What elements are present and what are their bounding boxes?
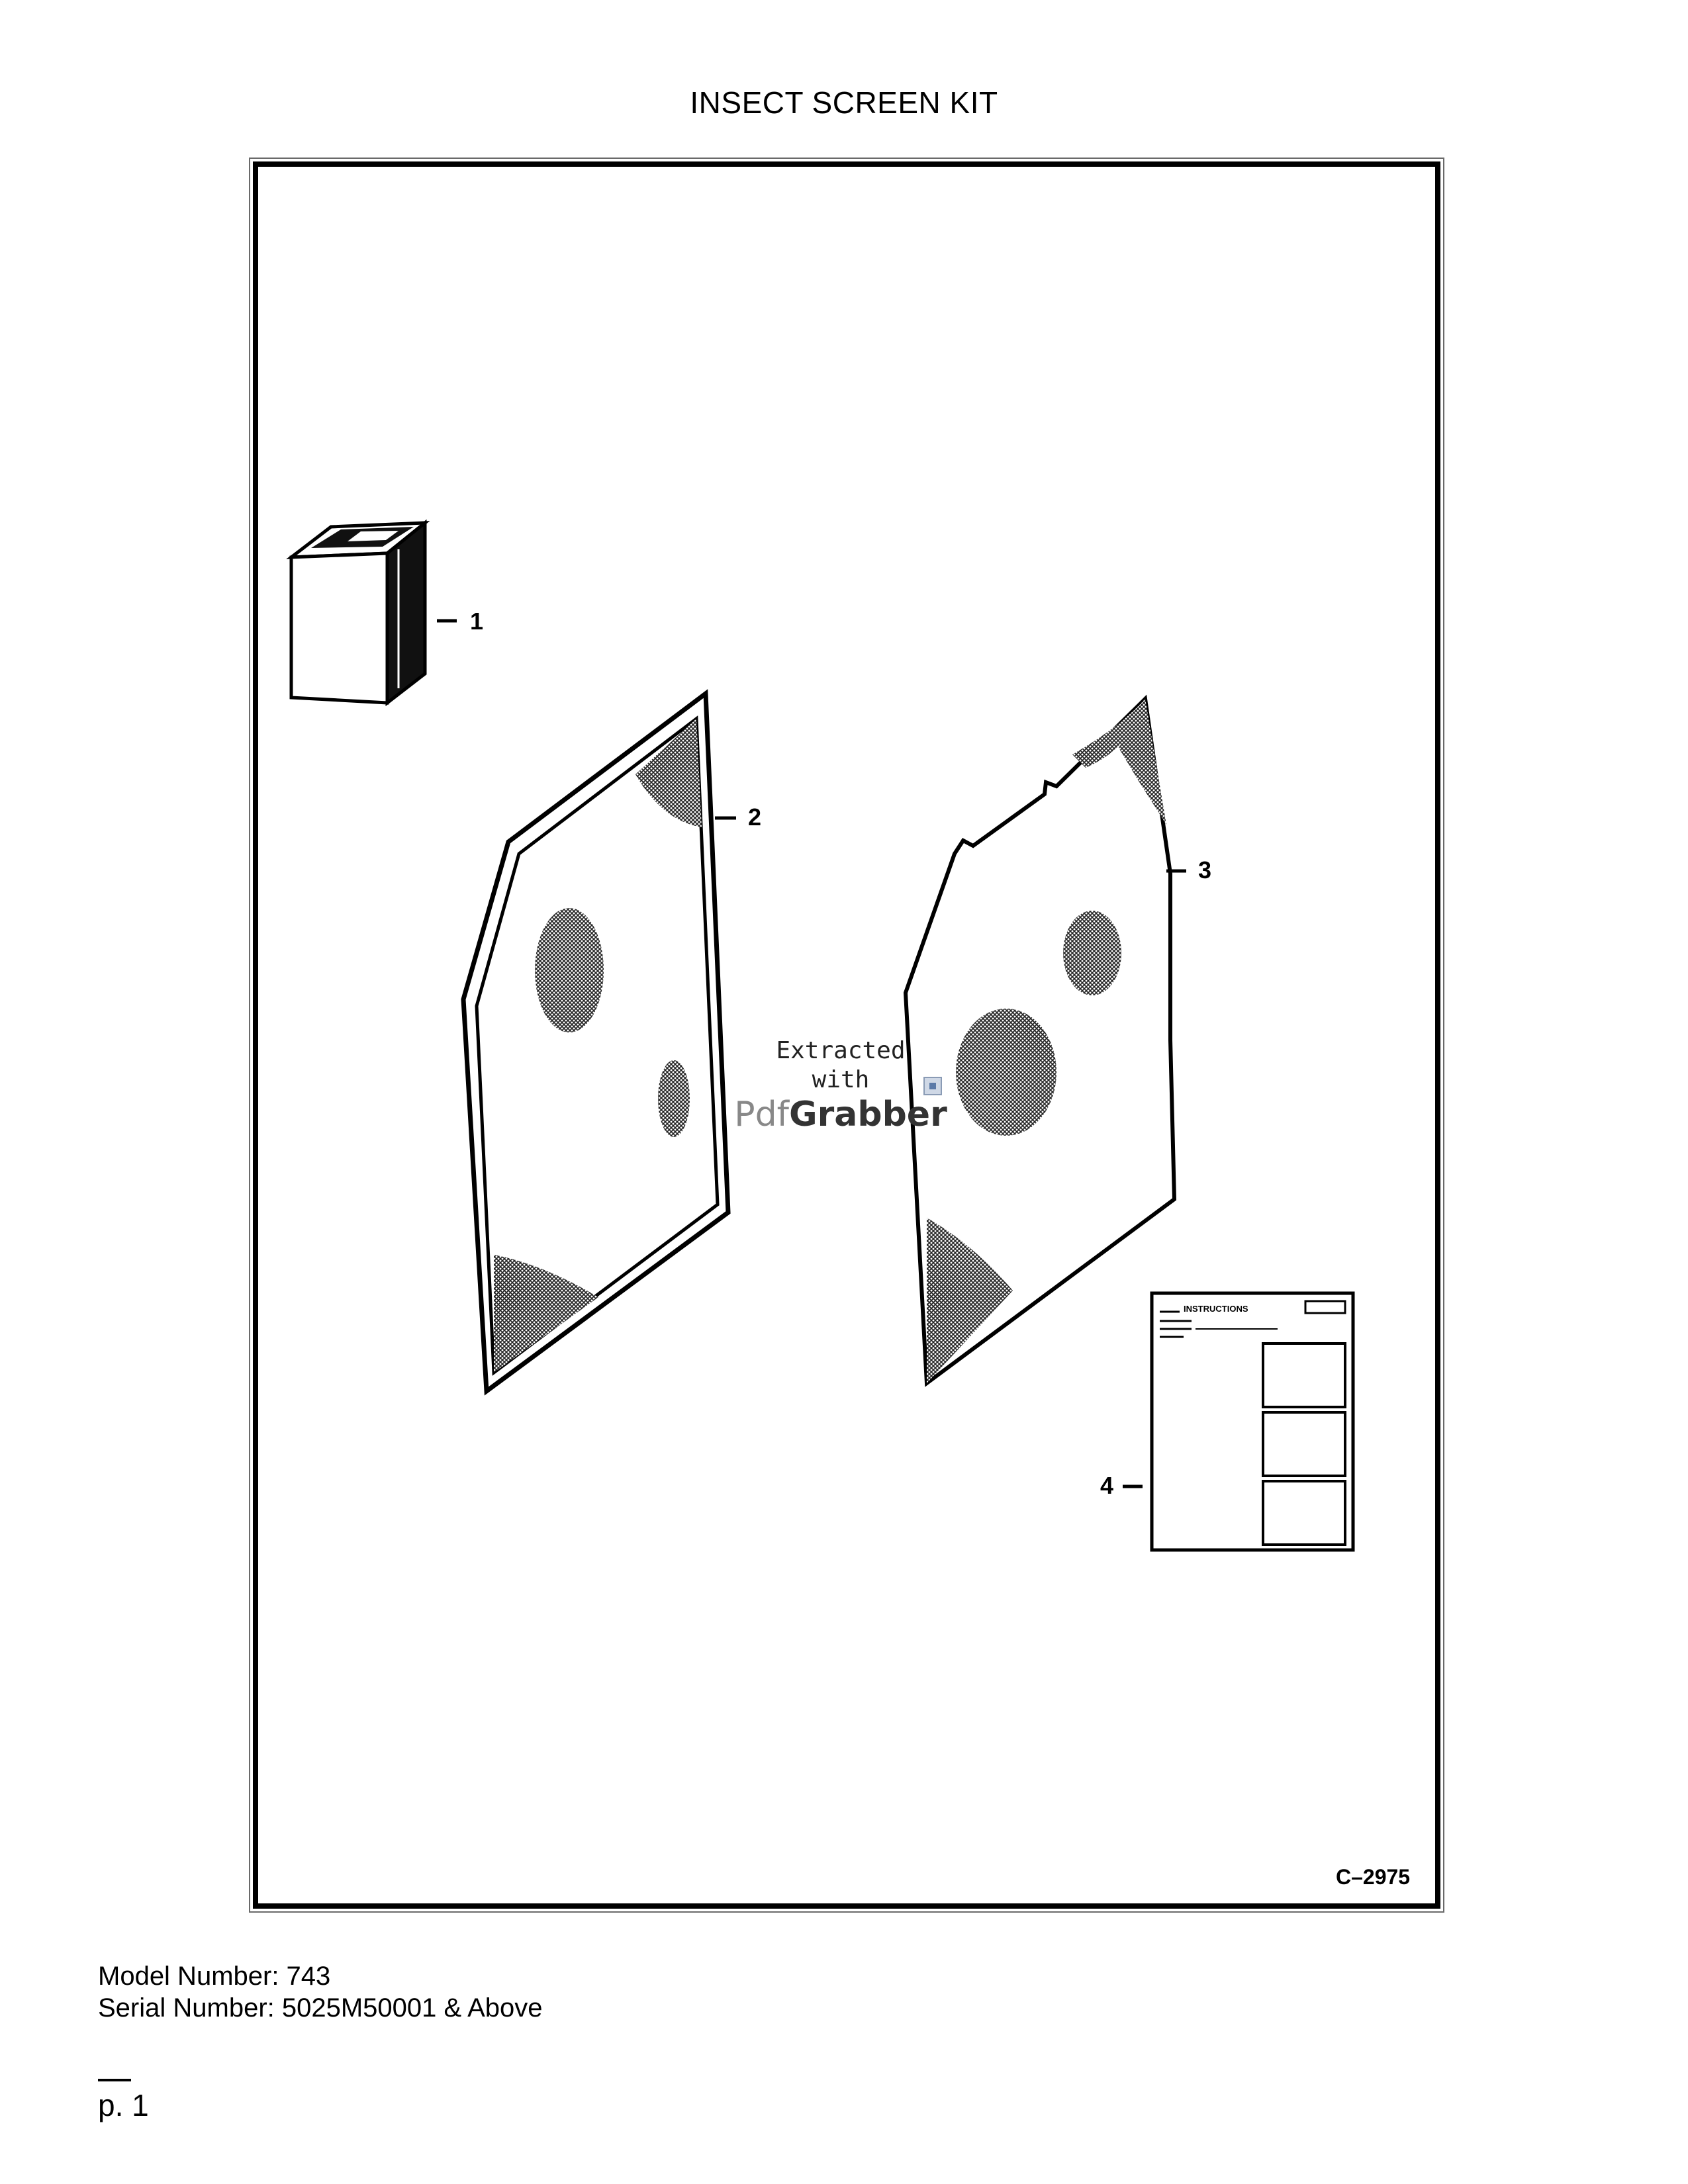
pdfgrabber-watermark: Extracted with PdfGrabber [728,1036,953,1134]
watermark-line-2: with [812,1066,870,1093]
watermark-brand-pdf: Pdf [734,1095,789,1134]
model-number: Model Number: 743 [98,1962,331,1991]
part-4-instruction-sheet [1123,1291,1355,1552]
callout-1: 1 [470,608,484,635]
drawing-number: C–2975 [1336,1865,1411,1889]
page-title: INSECT SCREEN KIT [690,85,998,120]
watermark-brand-grabber: Grabber [788,1095,947,1134]
part-3-screen-panel [903,694,1186,1387]
serial-number: Serial Number: 5025M50001 & Above [98,1993,543,2023]
watermark-line-1: Extracted [776,1037,906,1064]
illustration-frame [253,161,1440,1909]
part-2-framed-screen [461,689,736,1396]
callout-4: 4 [1100,1472,1114,1499]
watermark-icon [923,1077,942,1095]
page-number: p. 1 [98,2088,149,2122]
watermark-brand: PdfGrabber [728,1095,953,1134]
instruction-sheet-heading: INSTRUCTIONS [1184,1304,1248,1314]
illustration-frame-outer [249,158,1444,1913]
page-rule [98,2079,131,2081]
part-1-hardware-box [286,519,457,707]
callout-2: 2 [748,803,762,831]
callout-3: 3 [1198,856,1212,884]
